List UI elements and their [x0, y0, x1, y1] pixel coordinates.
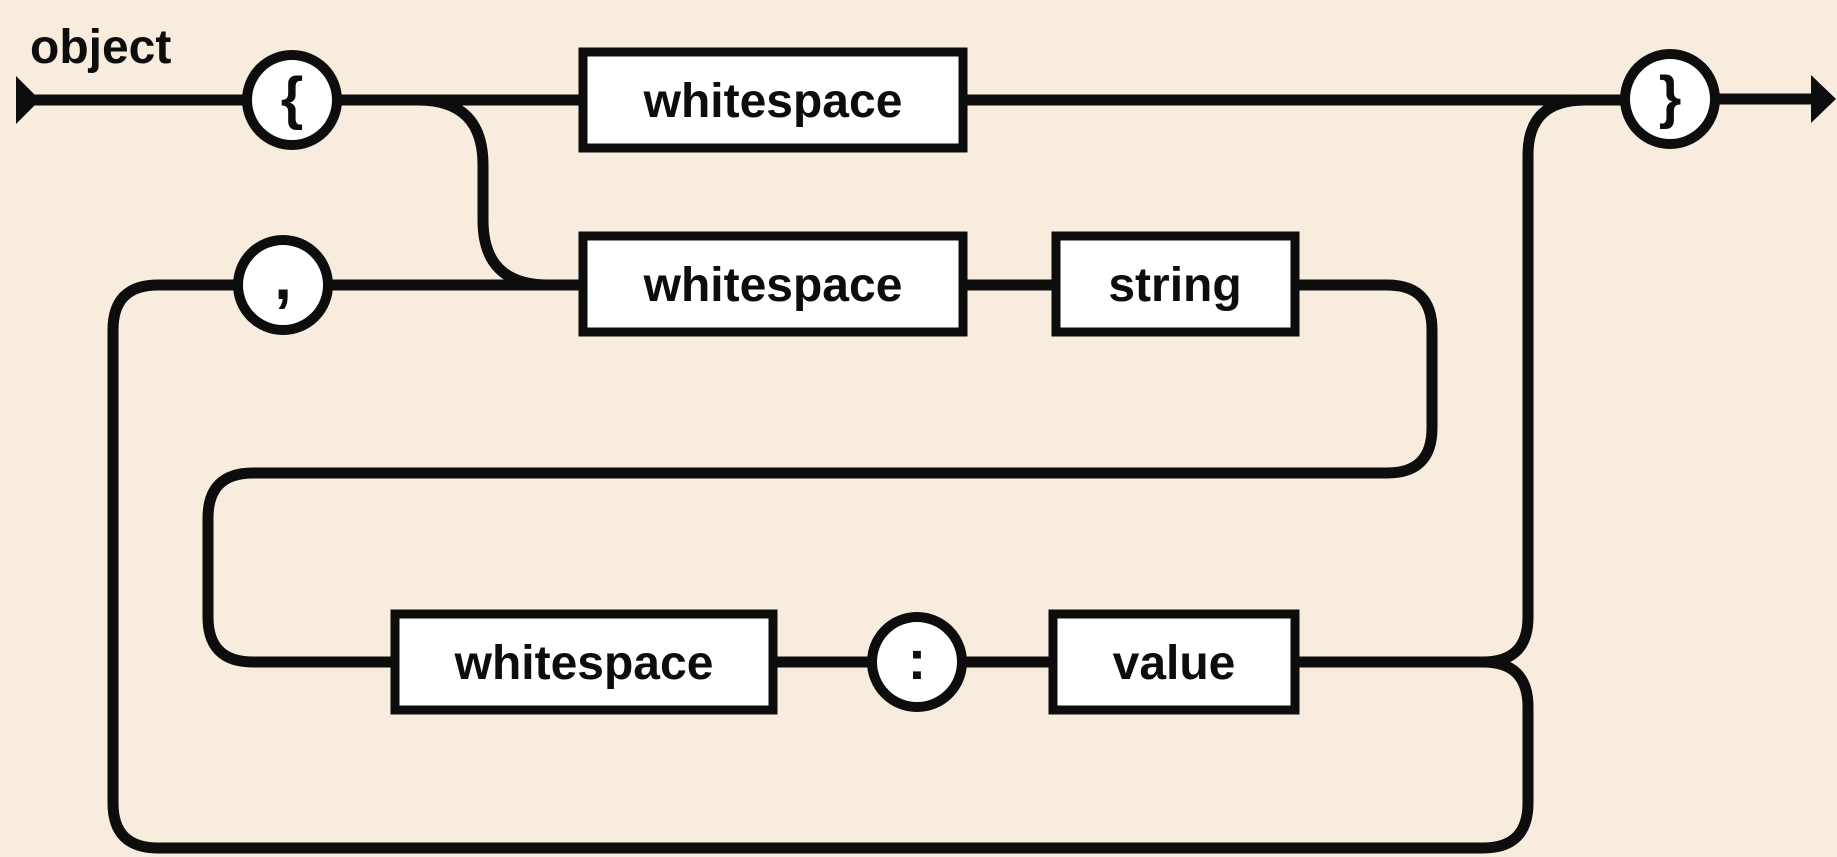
terminal-comma-label: , [274, 241, 292, 313]
branch-down-line [417, 94, 549, 291]
end-arrow-icon [1811, 75, 1836, 123]
terminal-open-brace-label: { [281, 66, 304, 131]
loop-back-line [107, 279, 1534, 854]
value-exit-up-line [1295, 94, 1586, 668]
terminal-colon [867, 612, 967, 712]
nonterminal-string-label: string [1108, 259, 1241, 312]
nonterminal-whitespace-top [578, 47, 968, 153]
nonterminal-whitespace-top-label: whitespace [643, 75, 903, 128]
nonterminal-string [1051, 231, 1300, 337]
terminal-close-brace [1620, 49, 1720, 149]
terminal-colon-label: : [908, 628, 927, 691]
nonterminal-value [1048, 609, 1300, 715]
nonterminal-value-label: value [1113, 637, 1236, 690]
rule-title: object [30, 21, 171, 74]
wrap-around-line [202, 279, 1438, 668]
nonterminal-whitespace-pair-label: whitespace [643, 259, 903, 312]
terminal-open-brace [242, 50, 342, 150]
nonterminal-whitespace-pair [578, 231, 968, 337]
nonterminal-whitespace-value-label: whitespace [454, 637, 714, 690]
nonterminal-whitespace-value [390, 609, 778, 715]
start-arrow-icon [16, 76, 40, 124]
terminal-close-brace-label: } [1659, 65, 1682, 130]
terminal-comma [233, 235, 333, 335]
